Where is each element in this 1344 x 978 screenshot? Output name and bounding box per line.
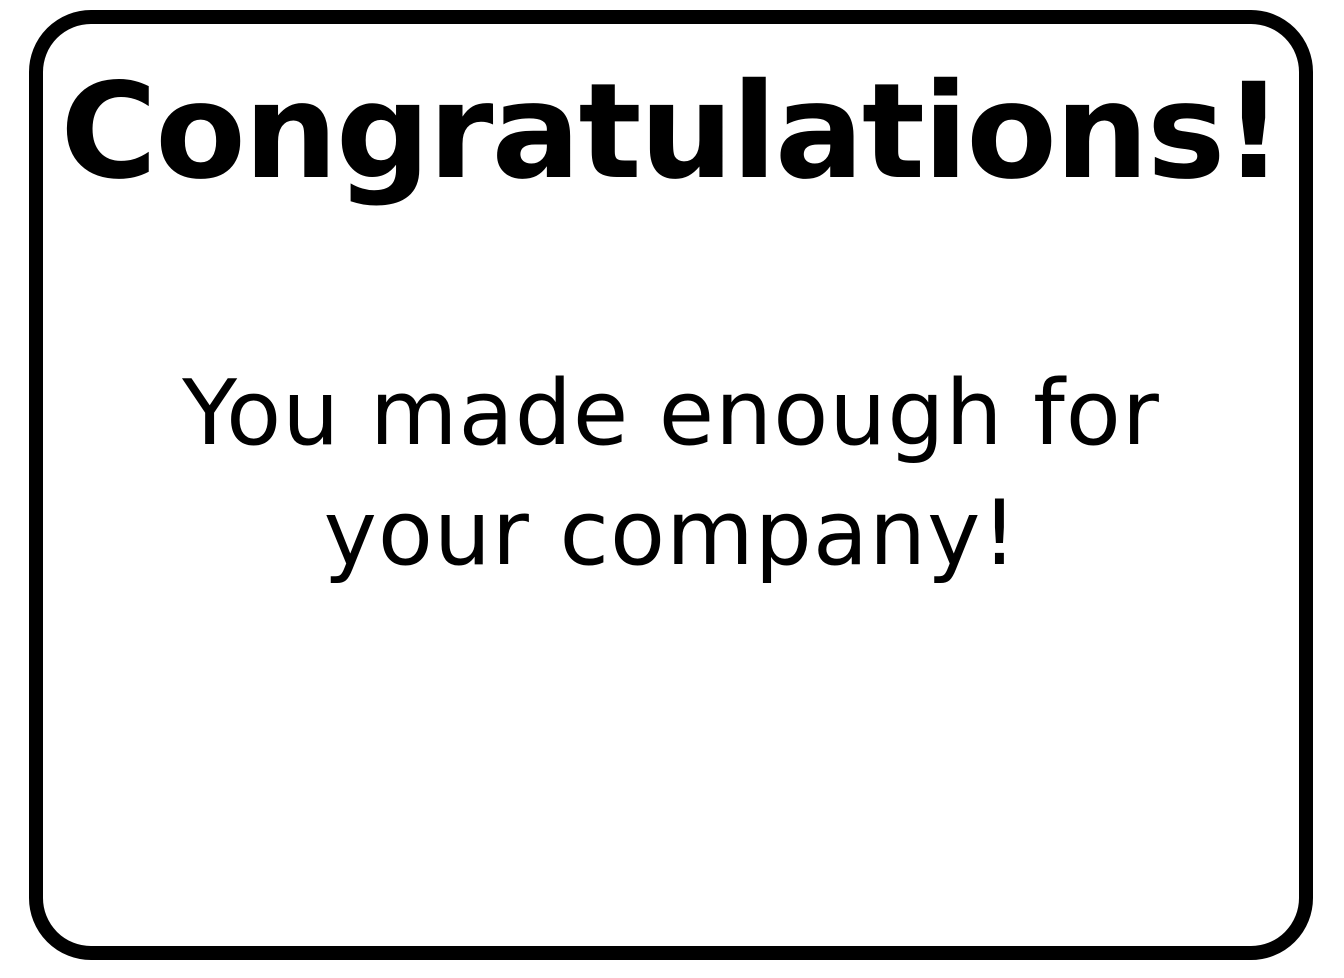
dialog-message: You made enough for your company! — [182, 361, 1160, 586]
dialog-title: Congratulations! — [60, 55, 1283, 209]
congratulations-dialog: Congratulations! You made enough for you… — [29, 10, 1313, 960]
